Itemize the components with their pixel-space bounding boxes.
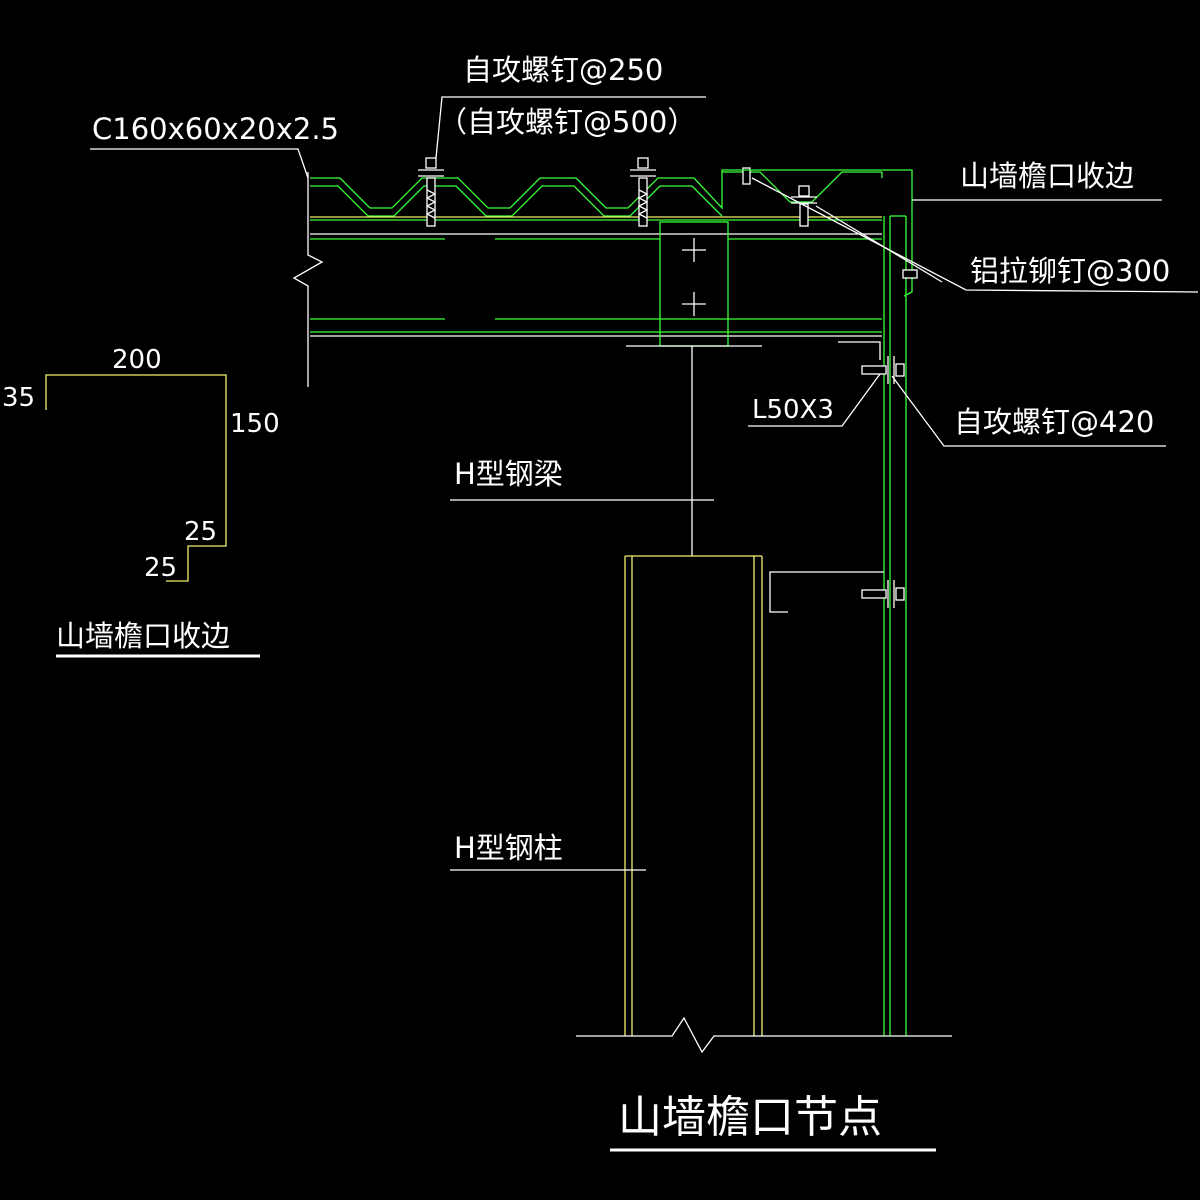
h-column (576, 555, 952, 1054)
screw-2-icon (630, 157, 656, 227)
label-beam: H型钢梁 (454, 457, 563, 491)
wall-screw-1-icon (861, 356, 905, 384)
trim-profile (45, 374, 227, 582)
angle-l50 (838, 341, 881, 360)
dim-25a: 25 (184, 517, 217, 547)
dim-150: 150 (230, 409, 280, 439)
label-trim-detail: 山墙檐口收边 (56, 619, 230, 653)
drawing-title: 山墙檐口节点 (618, 1092, 882, 1143)
purlin-c160 (292, 172, 882, 387)
roof-panel (310, 171, 882, 217)
label-trim-top: 山墙檐口收边 (960, 159, 1134, 193)
wall-purlin (769, 571, 884, 613)
eave-trim (721, 169, 918, 1036)
dim-200: 200 (112, 345, 162, 375)
wall-screw-2-icon (861, 580, 905, 608)
dim-35: 35 (2, 383, 35, 413)
screw-1-icon (418, 157, 444, 227)
leader-lines (90, 96, 1199, 871)
dim-25b: 25 (144, 553, 177, 583)
label-angle: L50X3 (752, 395, 834, 425)
connection-plate (626, 221, 762, 556)
label-screw-500: （自攻螺钉@500） (438, 105, 696, 139)
label-purlin: C160x60x20x2.5 (92, 112, 339, 146)
label-rivet: 铝拉铆钉@300 (970, 254, 1170, 288)
screw-3-icon (791, 185, 817, 227)
label-screw-420: 自攻螺钉@420 (954, 405, 1154, 439)
label-column: H型钢柱 (454, 831, 563, 865)
rivet-top-icon (742, 167, 751, 185)
label-screw-250: 自攻螺钉@250 (463, 53, 663, 87)
